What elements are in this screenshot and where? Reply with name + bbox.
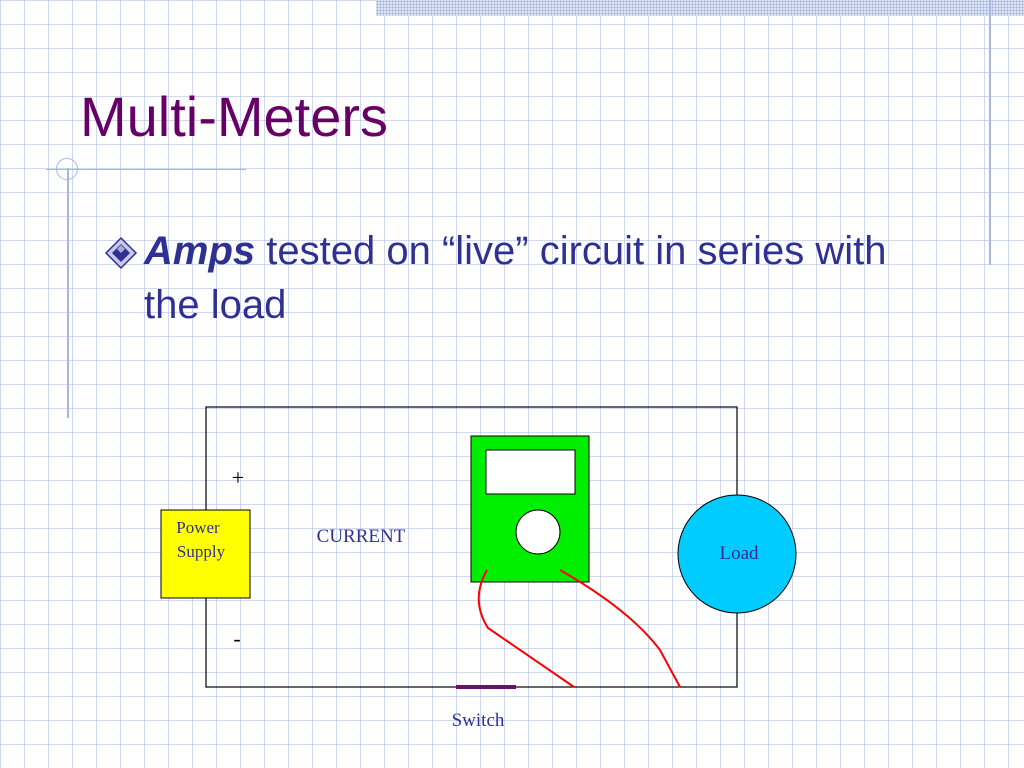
negative-terminal-label: - <box>233 626 240 651</box>
load-circle <box>677 494 797 614</box>
positive-terminal-label: + <box>232 465 244 490</box>
bullet-text: Amps tested on “live” circuit in series … <box>144 224 924 332</box>
multimeter-dial <box>515 509 561 555</box>
header-decoration-band <box>376 0 1024 16</box>
decorative-vertical-line-right <box>989 0 991 265</box>
power-supply-label-line2: Supply <box>177 542 226 561</box>
probe-wire-right <box>559 569 681 688</box>
decorative-crosshair-circle <box>56 158 78 180</box>
bullet-body: tested on “live” circuit in series with … <box>144 229 887 327</box>
bullet-emphasis: Amps <box>144 229 256 273</box>
switch-label: Switch <box>452 710 505 731</box>
multimeter-display <box>485 449 576 495</box>
power-supply-label-line1: Power <box>176 518 220 537</box>
power-supply-box <box>160 509 251 599</box>
probe-wire-left <box>477 569 575 688</box>
current-label: CURRENT <box>317 526 406 547</box>
diamond-bullet-icon <box>104 236 138 270</box>
decorative-title-underline <box>46 169 246 170</box>
slide-title: Multi-Meters <box>80 85 389 148</box>
decorative-vertical-line-left <box>67 168 69 418</box>
load-label: Load <box>719 543 759 564</box>
